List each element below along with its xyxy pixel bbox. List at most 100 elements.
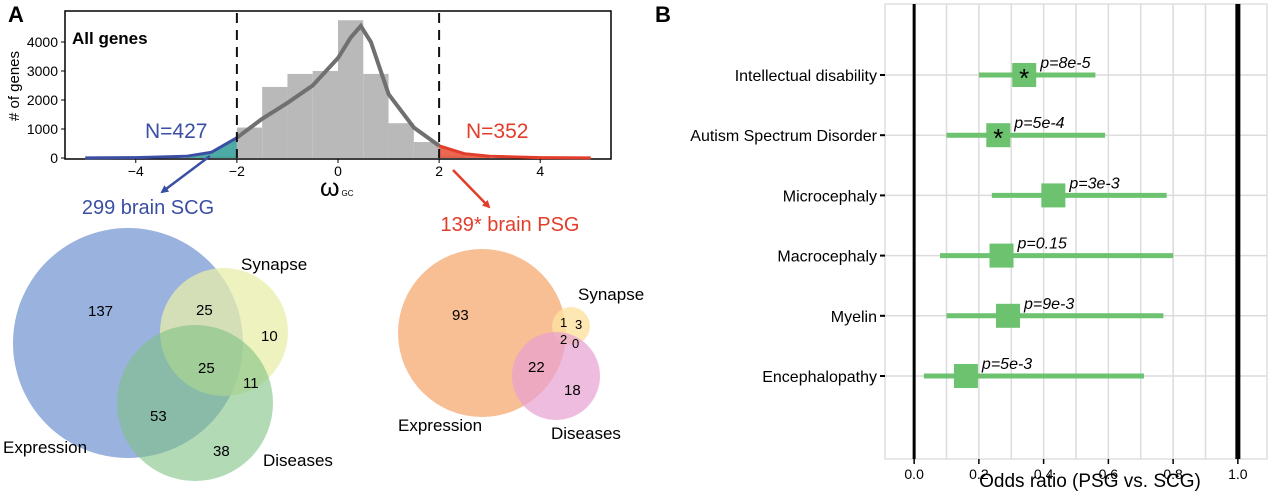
scg-count-synapse-diseases: 11 (243, 375, 259, 392)
scg-venn-diagram: 137 25 10 25 11 53 38 Synapse Expression… (3, 228, 333, 481)
psg-count-all-three: 2 (560, 332, 567, 347)
psg-count-synapse-diseases: 0 (572, 336, 579, 351)
histogram-x-tick-label: 2 (435, 163, 443, 179)
psg-arrow (452, 169, 491, 209)
right-tail-count: N=352 (466, 120, 528, 143)
histogram-bar (312, 71, 338, 158)
forest-estimate-marker (996, 303, 1021, 328)
psg-count-expression-diseases: 22 (528, 359, 545, 376)
forest-estimate-marker (986, 123, 1011, 148)
right-tail-area (439, 145, 490, 158)
forest-estimate-marker (989, 243, 1014, 268)
psg-title: 139* brain PSG (441, 214, 580, 236)
histogram-bar (363, 73, 389, 158)
histogram-y-ticks: 0 1000 2000 3000 4000 (27, 34, 65, 166)
scg-count-diseases-only: 38 (213, 443, 230, 460)
histogram-bar (388, 123, 414, 158)
forest-row-label: Myelin (831, 309, 877, 326)
scg-title: 299 brain SCG (82, 197, 214, 219)
psg-label-expression: Expression (398, 416, 482, 435)
forest-estimate-marker (1041, 183, 1066, 208)
histogram-x-tick-label: −4 (128, 163, 144, 179)
forest-x-tick-label: 1.0 (1228, 466, 1248, 482)
psg-label-synapse: Synapse (578, 285, 644, 304)
forest-x-label: Odds ratio (PSG vs. SCG) (979, 471, 1201, 491)
forest-row: Encephalopathy p=5e-3 (762, 356, 1144, 388)
scg-count-expression-only: 137 (88, 303, 113, 320)
forest-row-label: Macrocephaly (777, 249, 877, 266)
histogram-y-tick-label: 1000 (27, 121, 58, 137)
forest-p-value: p=8e-5 (1039, 55, 1090, 72)
forest-row: Intellectual disability * p=8e-5 (735, 55, 1096, 93)
forest-row-label: Microcephaly (783, 188, 877, 205)
scg-diseases-circle (117, 325, 273, 481)
x-label-omega: ω (320, 174, 340, 202)
psg-count-expression-synapse: 1 (560, 315, 567, 330)
scg-count-synapse-only: 10 (261, 328, 278, 345)
forest-x-tick-label: 0.0 (904, 466, 924, 482)
forest-p-value: p=0.15 (1017, 236, 1067, 253)
forest-x-tick-label: 0.6 (1099, 466, 1119, 482)
histogram-y-label: # of genes (6, 51, 23, 121)
scg-count-all-three: 25 (198, 360, 215, 377)
histogram-y-tick-label: 3000 (27, 63, 58, 79)
panel-a-letter: A (8, 2, 24, 27)
scg-label-synapse: Synapse (241, 255, 307, 274)
forest-row: Myelin p=9e-3 (831, 296, 1164, 328)
histogram-bar (236, 127, 263, 158)
psg-label-diseases: Diseases (551, 424, 621, 443)
left-tail-area (186, 137, 237, 158)
histogram-bar (413, 142, 440, 158)
forest-p-value: p=3e-3 (1068, 175, 1119, 192)
scg-label-diseases: Diseases (263, 451, 333, 470)
panel-b-letter: B (655, 2, 671, 27)
forest-row-label: Encephalopathy (762, 369, 877, 386)
forest-row-label: Intellectual disability (735, 68, 877, 85)
forest-significance-star: * (1019, 63, 1029, 93)
histogram-bars (211, 20, 465, 158)
density-curve-right-tail (438, 144, 591, 160)
psg-count-expression-only: 93 (452, 307, 469, 324)
psg-venn-diagram: 93 1 3 2 0 22 18 Synapse Expression Dise… (398, 249, 644, 443)
histogram-bar (262, 86, 288, 158)
psg-count-diseases-only: 18 (564, 382, 581, 399)
histogram-y-tick-label: 2000 (27, 92, 58, 108)
forest-row: Macrocephaly p=0.15 (777, 236, 1174, 268)
scg-count-expression-synapse: 25 (196, 302, 213, 319)
histogram-bar (338, 20, 364, 158)
histogram-y-tick-label: 0 (50, 150, 58, 166)
scg-count-expression-diseases: 53 (150, 408, 167, 425)
forest-significance-star: * (993, 123, 1003, 153)
forest-p-value: p=9e-3 (1023, 296, 1074, 313)
histogram-x-tick-label: −2 (229, 163, 245, 179)
forest-row: Microcephaly p=3e-3 (783, 175, 1167, 208)
scg-label-expression: Expression (3, 438, 87, 457)
x-label-subscript: GC (342, 189, 354, 198)
forest-p-value: p=5e-3 (981, 356, 1032, 373)
histogram-x-tick-label: 0 (334, 163, 342, 179)
psg-count-synapse-only: 3 (575, 317, 582, 332)
forest-x-tick-label: 0.4 (1034, 466, 1054, 482)
density-curve-left-tail (85, 136, 238, 160)
forest-estimate-marker (1012, 63, 1037, 87)
forest-row-label: Autism Spectrum Disorder (690, 128, 877, 145)
scg-arrow (160, 155, 211, 194)
histogram-y-tick-label: 4000 (27, 34, 58, 50)
forest-x-tick-label: 0.8 (1163, 466, 1183, 482)
density-curve (235, 22, 441, 148)
psg-diseases-circle (512, 332, 600, 420)
histogram-inset-label: All genes (72, 29, 148, 48)
forest-reference-lines (912, 4, 1241, 459)
forest-estimate-marker (953, 364, 978, 388)
forest-p-value: p=5e-4 (1013, 115, 1064, 132)
forest-x-tick-label: 0.2 (969, 466, 989, 482)
forest-x-ticks: 0.0 0.2 0.4 0.6 0.8 1.0 (904, 459, 1248, 482)
forest-row: Autism Spectrum Disorder * p=5e-4 (690, 115, 1106, 153)
